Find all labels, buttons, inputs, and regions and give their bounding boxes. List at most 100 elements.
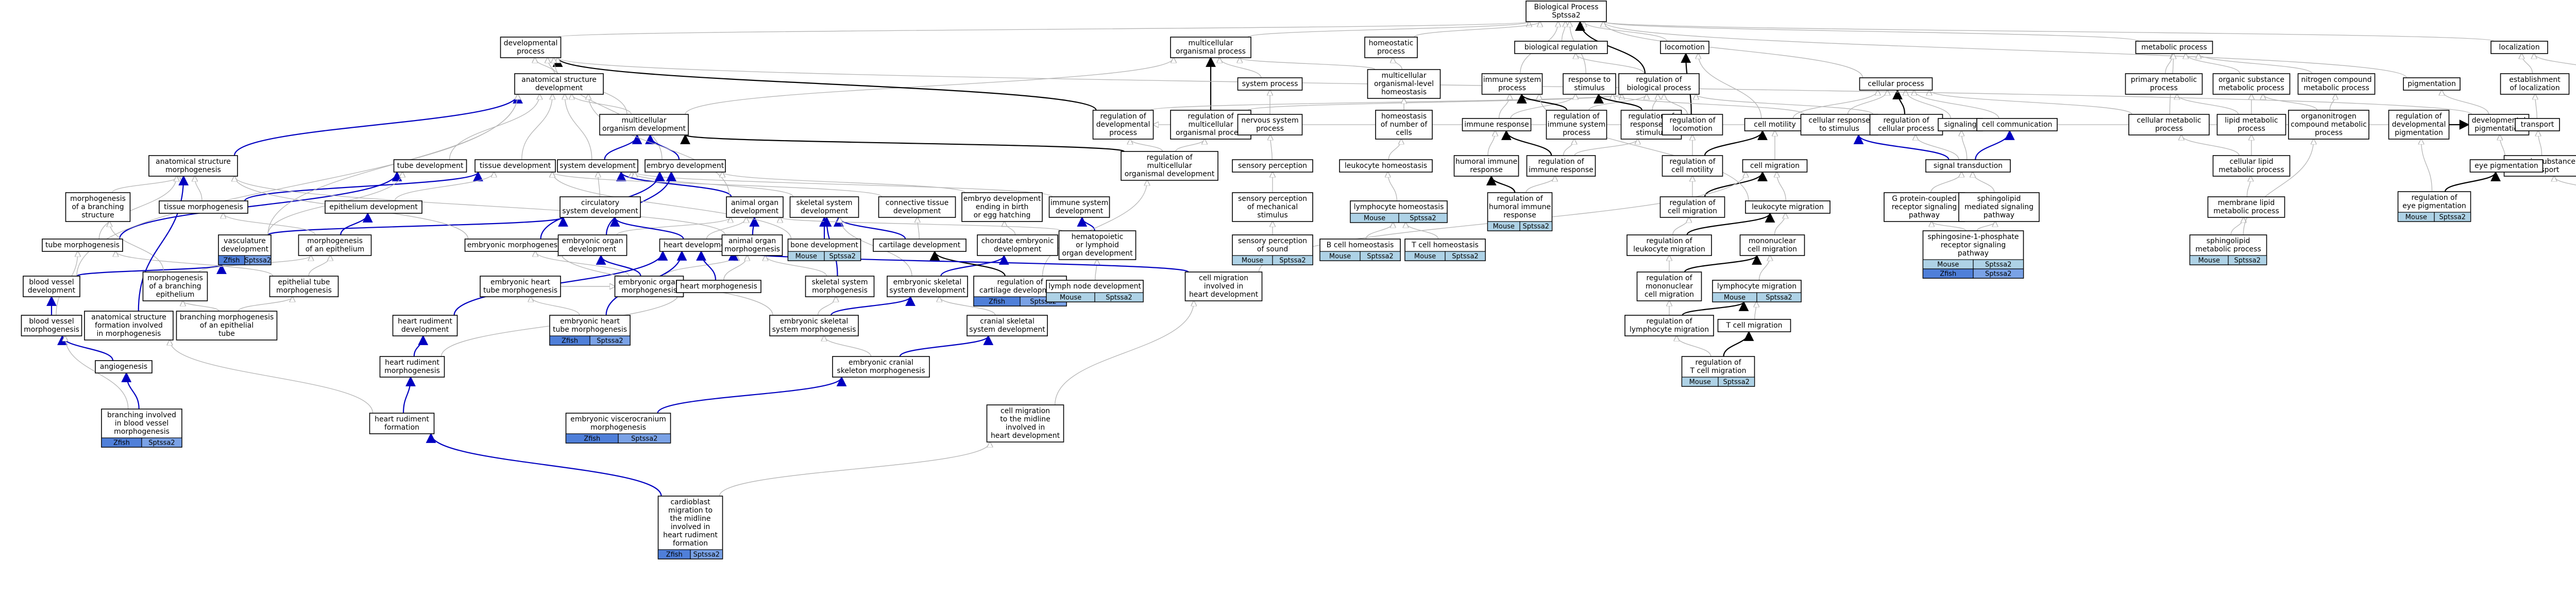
- term-node-embmorph[interactable]: embryonic morphogenesis: [464, 239, 566, 252]
- term-node-tissuemorph[interactable]: tissue morphogenesis: [159, 200, 248, 214]
- term-node-sysdev[interactable]: system development: [557, 159, 638, 173]
- term-node-leuhomeo[interactable]: leukocyte homeostasis: [1339, 159, 1433, 173]
- term-node-tissuedev[interactable]: tissue development: [474, 159, 556, 173]
- term-node-evm[interactable]: embryonic viscerocraniummorphogenesisZfi…: [565, 413, 671, 444]
- term-node-locom[interactable]: locomotion: [1660, 41, 1709, 54]
- term-node-epidev[interactable]: epithelium development: [325, 200, 422, 214]
- term-node-embdev[interactable]: embryo development: [645, 159, 726, 173]
- term-node-cmig[interactable]: cell migration: [1742, 159, 1808, 173]
- term-node-tcm[interactable]: T cell migration: [1717, 319, 1791, 332]
- term-node-ccomm[interactable]: cell communication: [1976, 118, 2058, 131]
- term-node-heartmorph[interactable]: heart morphogenesis: [676, 280, 761, 293]
- term-node-angio[interactable]: angiogenesis: [95, 360, 152, 373]
- term-node-localization[interactable]: localization: [2490, 41, 2548, 54]
- term-node-sensper[interactable]: sensory perception: [1232, 159, 1313, 173]
- term-node-pigm[interactable]: pigmentation: [2403, 77, 2461, 91]
- term-node-bioreg[interactable]: biological regulation: [1514, 41, 1608, 54]
- term-node-transport[interactable]: transport: [2515, 118, 2560, 131]
- term-node-eyepig[interactable]: eye pigmentation: [2469, 159, 2544, 173]
- term-node-sigtrans[interactable]: signal transduction: [1925, 159, 2011, 173]
- term-node-leumig[interactable]: leukocyte migration: [1745, 200, 1831, 214]
- term-node-cmot[interactable]: cell motility: [1744, 118, 1806, 131]
- term-node-cellp[interactable]: cellular process: [1859, 77, 1933, 91]
- term-node-tubedev[interactable]: tube development: [393, 159, 467, 173]
- term-node-imr[interactable]: immune response: [1462, 118, 1532, 131]
